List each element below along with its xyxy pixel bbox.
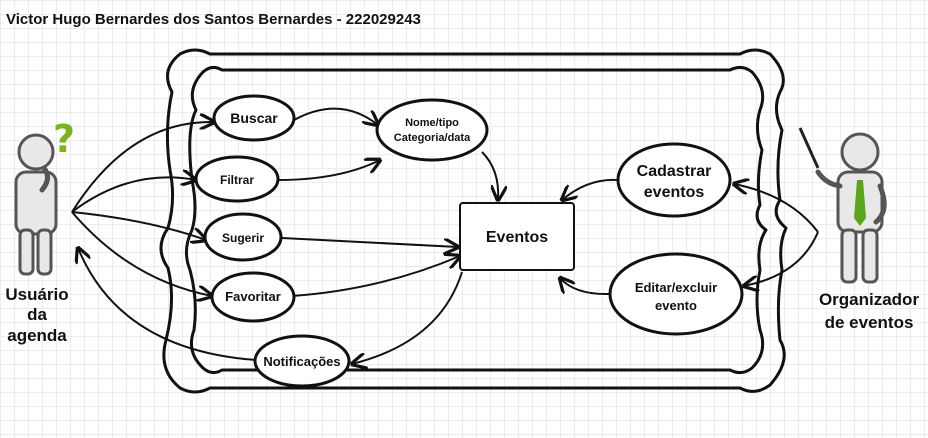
edge-editar-eventos <box>560 278 611 296</box>
usuario-line-3: agenda <box>7 326 67 345</box>
edge-organizer-editar <box>744 231 819 286</box>
usecase-sugerir-label: Sugerir <box>222 231 264 245</box>
edge-sugerir-eventos <box>281 237 458 247</box>
edge-user-buscar <box>71 122 214 213</box>
edge-organizer-cadastrar <box>734 184 819 233</box>
edge-cadastrar-eventos <box>562 178 619 200</box>
diagram-title: Victor Hugo Bernardes dos Santos Bernard… <box>6 11 421 28</box>
cadastrar-line-2: eventos <box>644 184 705 201</box>
actor-usuario-label: Usuário da agenda <box>5 285 68 345</box>
organizador-line-1: Organizador <box>819 290 920 309</box>
editar-line-1: Editar/excluir <box>635 280 717 295</box>
usecase-sugerir: Sugerir <box>203 212 283 262</box>
usecase-notificacoes-label: Notificações <box>263 354 340 369</box>
usecase-filtrar-label: Filtrar <box>220 173 254 187</box>
usecase-favoritar-label: Favoritar <box>225 289 281 304</box>
system-boundary-outer <box>159 48 788 394</box>
cadastrar-line-1: Cadastrar <box>637 163 712 180</box>
edge-user-sugerir <box>71 211 206 240</box>
eventos-label: Eventos <box>486 229 548 246</box>
usecase-notificacoes: Notificações <box>253 334 351 388</box>
edge-buscar-nometipo <box>293 107 378 125</box>
editar-line-2: evento <box>655 298 697 313</box>
edge-favoritar-eventos <box>291 256 460 297</box>
edge-user-filtrar <box>71 177 196 213</box>
usecase-cadastrar: Cadastrar eventos <box>616 142 732 218</box>
usecase-buscar: Buscar <box>212 94 296 142</box>
usecase-favoritar: Favoritar <box>210 271 296 323</box>
nome-tipo-line-1: Nome/tipo <box>405 117 459 129</box>
entity-eventos: Eventos <box>459 202 575 271</box>
system-boundary-inner <box>185 65 768 375</box>
edge-nometipo-eventos <box>481 151 498 200</box>
usuario-line-2: da <box>27 305 47 324</box>
presenter-person-icon <box>798 127 887 284</box>
usecase-editar: Editar/excluir evento <box>608 252 744 336</box>
edge-filtrar-nometipo <box>277 160 380 181</box>
usecase-nome-tipo: Nome/tipo Categoria/data <box>375 98 489 162</box>
edge-user-favoritar <box>71 211 212 296</box>
actor-organizador-label: Organizador de eventos <box>819 290 920 332</box>
nome-tipo-line-2: Categoria/data <box>394 132 471 144</box>
usecase-filtrar: Filtrar <box>194 155 280 203</box>
svg-text:?: ? <box>53 117 75 161</box>
organizador-line-2: de eventos <box>825 313 914 332</box>
usecase-buscar-label: Buscar <box>230 110 278 126</box>
edge-eventos-notificacoes <box>352 271 463 364</box>
thinking-person-icon: ? <box>14 117 75 276</box>
usuario-line-1: Usuário <box>5 285 68 304</box>
edge-notificacoes-user <box>78 248 257 361</box>
